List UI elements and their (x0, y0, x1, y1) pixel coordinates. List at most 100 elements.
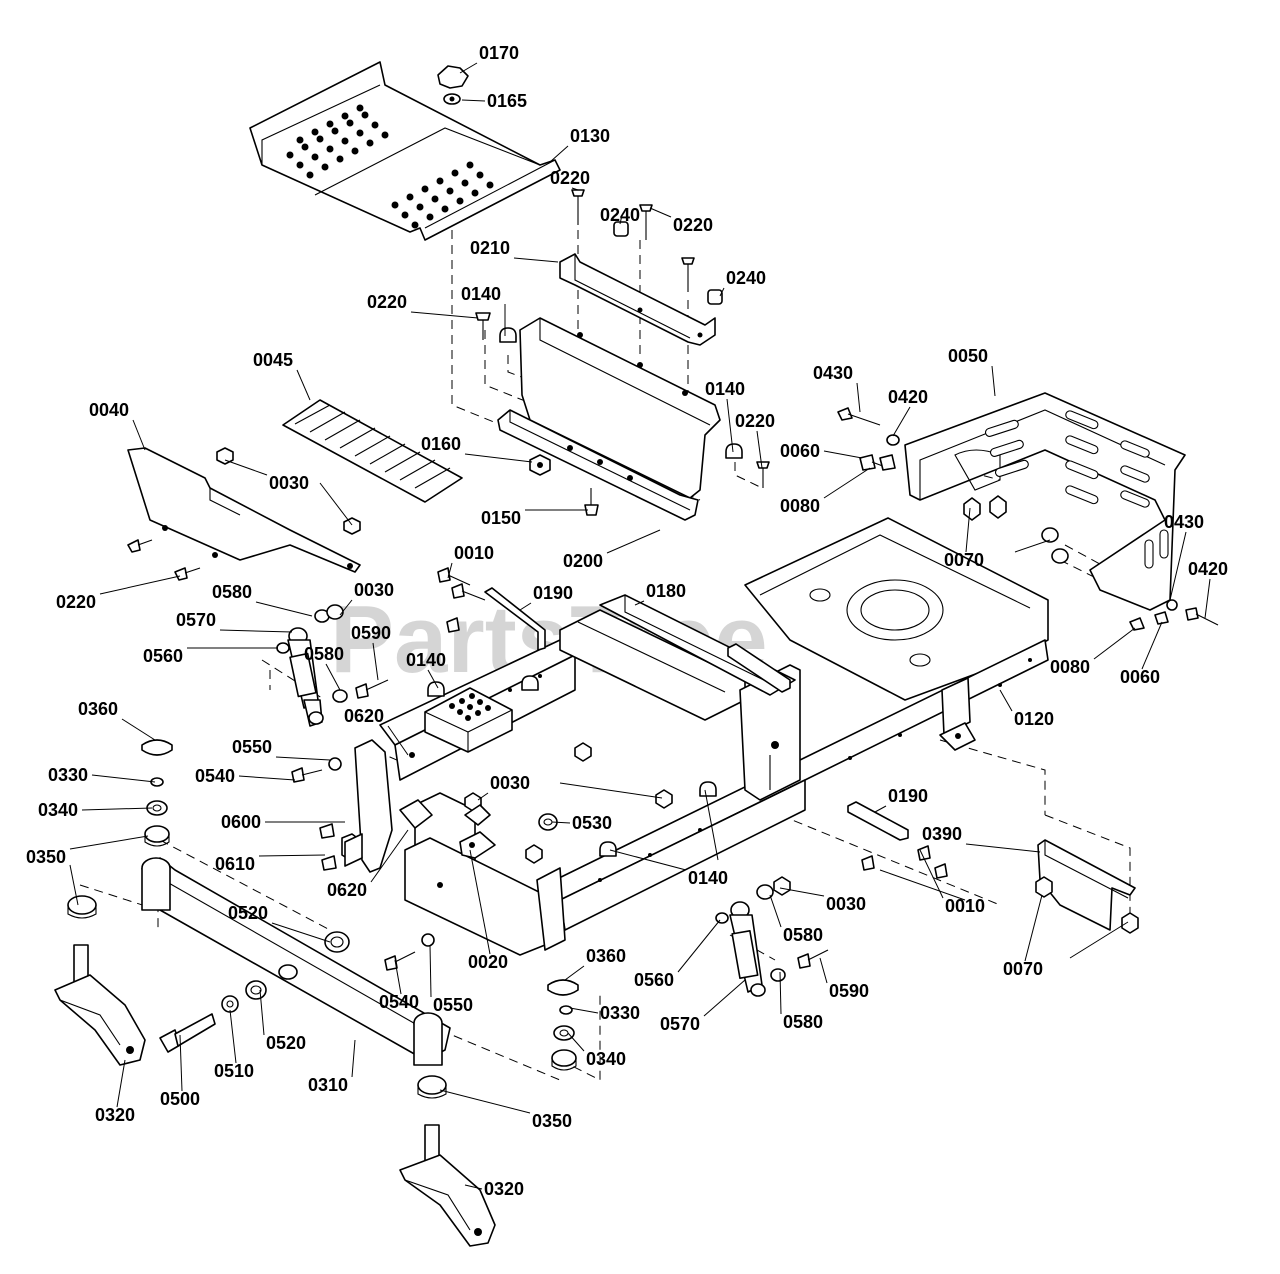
callout-0165[interactable]: 0165 (487, 91, 527, 111)
leader-0590 (819, 957, 828, 984)
callout-0240[interactable]: 0240 (600, 205, 640, 225)
callout-0190[interactable]: 0190 (888, 786, 928, 806)
callout-0070[interactable]: 0070 (1003, 959, 1043, 979)
leader-0540 (238, 775, 296, 781)
callout-0220[interactable]: 0220 (673, 215, 713, 235)
callout-0540[interactable]: 0540 (195, 766, 235, 786)
callout-0130[interactable]: 0130 (570, 126, 610, 146)
callout-0220[interactable]: 0220 (550, 168, 590, 188)
leader-0030 (477, 792, 489, 801)
callout-0620[interactable]: 0620 (344, 706, 384, 726)
leader-0330 (569, 1007, 599, 1014)
rear-hardware (837, 407, 1219, 631)
leader-0320 (116, 1059, 126, 1108)
callout-0430[interactable]: 0430 (1164, 512, 1204, 532)
leader-0030 (559, 782, 663, 799)
leader-0430 (1169, 531, 1187, 601)
callout-0420[interactable]: 0420 (1188, 559, 1228, 579)
callout-0150[interactable]: 0150 (481, 508, 521, 528)
callout-0070[interactable]: 0070 (944, 550, 984, 570)
callout-0350[interactable]: 0350 (26, 847, 66, 867)
callout-0560[interactable]: 0560 (143, 646, 183, 666)
callout-0540[interactable]: 0540 (379, 992, 419, 1012)
callout-0140[interactable]: 0140 (461, 284, 501, 304)
callout-0500[interactable]: 0500 (160, 1089, 200, 1109)
callout-0590[interactable]: 0590 (829, 981, 869, 1001)
callout-0350[interactable]: 0350 (532, 1111, 572, 1131)
callout-0190[interactable]: 0190 (533, 583, 573, 603)
callout-0590[interactable]: 0590 (351, 623, 391, 643)
callout-0220[interactable]: 0220 (735, 411, 775, 431)
callout-0620[interactable]: 0620 (327, 880, 367, 900)
callout-0210[interactable]: 0210 (470, 238, 510, 258)
callout-0360[interactable]: 0360 (78, 699, 118, 719)
callout-0030[interactable]: 0030 (490, 773, 530, 793)
leader-0020 (469, 849, 491, 955)
callout-0340[interactable]: 0340 (586, 1049, 626, 1069)
callout-0520[interactable]: 0520 (266, 1033, 306, 1053)
callout-0570[interactable]: 0570 (176, 610, 216, 630)
callout-0510[interactable]: 0510 (214, 1061, 254, 1081)
leader-0040 (132, 419, 146, 451)
callout-0530[interactable]: 0530 (572, 813, 612, 833)
callout-0050[interactable]: 0050 (948, 346, 988, 366)
leader-0360 (121, 718, 156, 741)
callout-0430[interactable]: 0430 (813, 363, 853, 383)
leader-0070 (1014, 539, 1051, 553)
callout-0520[interactable]: 0520 (228, 903, 268, 923)
leader-0520 (271, 922, 331, 943)
callout-0550[interactable]: 0550 (433, 995, 473, 1015)
callout-0060[interactable]: 0060 (1120, 667, 1160, 687)
callout-0580[interactable]: 0580 (783, 925, 823, 945)
callout-0080[interactable]: 0080 (780, 496, 820, 516)
leader-0045 (296, 369, 311, 401)
callout-0140[interactable]: 0140 (705, 379, 745, 399)
leader-0420 (1204, 578, 1211, 619)
callout-0200[interactable]: 0200 (563, 551, 603, 571)
callout-0010[interactable]: 0010 (945, 896, 985, 916)
callout-0140[interactable]: 0140 (406, 650, 446, 670)
leader-0120 (999, 689, 1013, 712)
callout-0420[interactable]: 0420 (888, 387, 928, 407)
callout-0160[interactable]: 0160 (421, 434, 461, 454)
callout-0560[interactable]: 0560 (634, 970, 674, 990)
callout-0340[interactable]: 0340 (38, 800, 78, 820)
bracket-0210 (559, 253, 716, 346)
callout-0030[interactable]: 0030 (269, 473, 309, 493)
callout-0360[interactable]: 0360 (586, 946, 626, 966)
callout-0040[interactable]: 0040 (89, 400, 129, 420)
callout-0180[interactable]: 0180 (646, 581, 686, 601)
callout-0580[interactable]: 0580 (304, 644, 344, 664)
leader-0430 (856, 382, 861, 413)
callout-0320[interactable]: 0320 (95, 1105, 135, 1125)
callout-0330[interactable]: 0330 (600, 1003, 640, 1023)
callout-0310[interactable]: 0310 (308, 1075, 348, 1095)
leader-0420 (892, 406, 911, 437)
callout-0580[interactable]: 0580 (783, 1012, 823, 1032)
callout-0030[interactable]: 0030 (826, 894, 866, 914)
callout-0330[interactable]: 0330 (48, 765, 88, 785)
callout-0610[interactable]: 0610 (215, 854, 255, 874)
callout-0170[interactable]: 0170 (479, 43, 519, 63)
callout-0010[interactable]: 0010 (454, 543, 494, 563)
callout-0220[interactable]: 0220 (367, 292, 407, 312)
callout-0020[interactable]: 0020 (468, 952, 508, 972)
leader-0350 (69, 864, 79, 906)
callout-0080[interactable]: 0080 (1050, 657, 1090, 677)
callout-0140[interactable]: 0140 (688, 868, 728, 888)
callout-0320[interactable]: 0320 (484, 1179, 524, 1199)
callout-0220[interactable]: 0220 (56, 592, 96, 612)
callout-0060[interactable]: 0060 (780, 441, 820, 461)
callout-0030[interactable]: 0030 (354, 580, 394, 600)
callout-0240[interactable]: 0240 (726, 268, 766, 288)
bolts-0540 (291, 757, 435, 971)
callout-0390[interactable]: 0390 (922, 824, 962, 844)
leader-0140 (726, 398, 734, 453)
callout-0570[interactable]: 0570 (660, 1014, 700, 1034)
callout-0600[interactable]: 0600 (221, 812, 261, 832)
callout-0045[interactable]: 0045 (253, 350, 293, 370)
leader-0060 (1141, 621, 1163, 670)
callout-0580[interactable]: 0580 (212, 582, 252, 602)
callout-0550[interactable]: 0550 (232, 737, 272, 757)
callout-0120[interactable]: 0120 (1014, 709, 1054, 729)
